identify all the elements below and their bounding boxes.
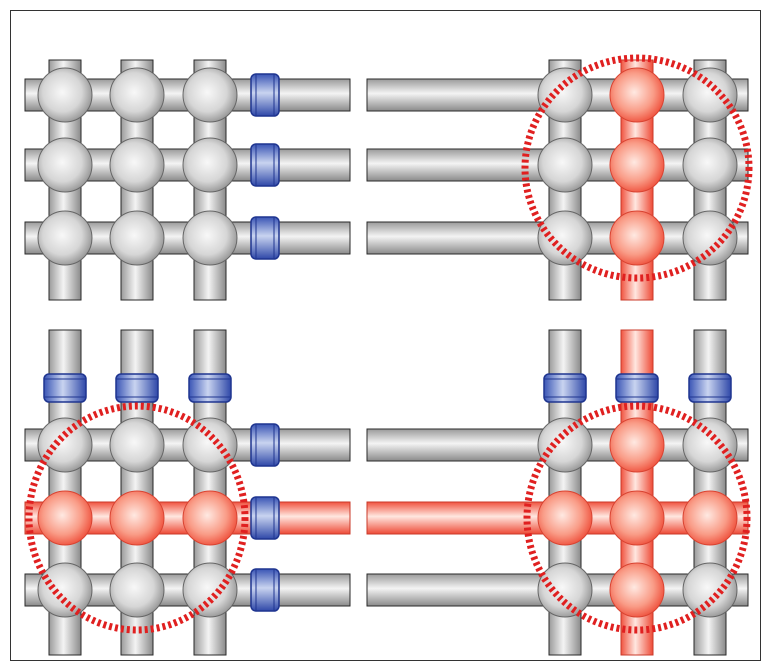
pipe-joint (537, 67, 593, 123)
highlighted-joint (109, 490, 165, 546)
pipe-joint (537, 210, 593, 266)
highlighted-joint (609, 417, 665, 473)
pipe-joint (37, 137, 93, 193)
pipe-joint (682, 562, 738, 618)
pipe-joint (109, 562, 165, 618)
highlighted-joint (609, 67, 665, 123)
pipe-joint (37, 210, 93, 266)
pipe-joint (109, 137, 165, 193)
coupling-body (188, 373, 232, 403)
pipe-joint (182, 67, 238, 123)
pipe-joint (182, 210, 238, 266)
blue-coupling (250, 73, 280, 117)
blue-coupling (115, 373, 159, 403)
coupling-body (688, 373, 732, 403)
pipe-joint (182, 417, 238, 473)
coupling-body (115, 373, 159, 403)
blue-coupling (250, 568, 280, 612)
pipe-joint (37, 67, 93, 123)
coupling-body (250, 423, 280, 467)
highlighted-joint (537, 490, 593, 546)
coupling-body (43, 373, 87, 403)
coupling-body (250, 216, 280, 260)
highlighted-joint (682, 490, 738, 546)
highlight-ring (523, 402, 751, 634)
pipe-joint (682, 210, 738, 266)
blue-coupling (688, 373, 732, 403)
highlighted-joint (609, 490, 665, 546)
highlighted-joint (609, 562, 665, 618)
pipe-joint (537, 417, 593, 473)
couplings-layer (43, 73, 732, 612)
pipe-joint (182, 137, 238, 193)
pipe-joint (182, 562, 238, 618)
blue-coupling (250, 143, 280, 187)
blue-coupling (250, 496, 280, 540)
joints-layer (37, 67, 738, 618)
pipe-joint (109, 67, 165, 123)
pipe-joint (537, 137, 593, 193)
highlight-ring (25, 402, 249, 634)
coupling-body (615, 373, 659, 403)
blue-coupling (543, 373, 587, 403)
highlighted-joint (182, 490, 238, 546)
coupling-body (250, 496, 280, 540)
coupling-body (250, 143, 280, 187)
highlight-rings-layer (25, 54, 753, 634)
pipe-joint (537, 562, 593, 618)
pipe-joint (682, 137, 738, 193)
blue-coupling (250, 423, 280, 467)
coupling-body (543, 373, 587, 403)
pipe-joint (37, 417, 93, 473)
blue-coupling (43, 373, 87, 403)
coupling-body (250, 73, 280, 117)
highlighted-joint (609, 137, 665, 193)
highlighted-joint (609, 210, 665, 266)
pipe-joint (109, 417, 165, 473)
highlighted-joint (37, 490, 93, 546)
blue-coupling (615, 373, 659, 403)
pipe-joint (37, 562, 93, 618)
blue-coupling (188, 373, 232, 403)
highlight-ring (521, 54, 753, 282)
pipe-joint (682, 67, 738, 123)
coupling-body (250, 568, 280, 612)
blue-coupling (250, 216, 280, 260)
pipe-joint (109, 210, 165, 266)
pipe-joint (682, 417, 738, 473)
